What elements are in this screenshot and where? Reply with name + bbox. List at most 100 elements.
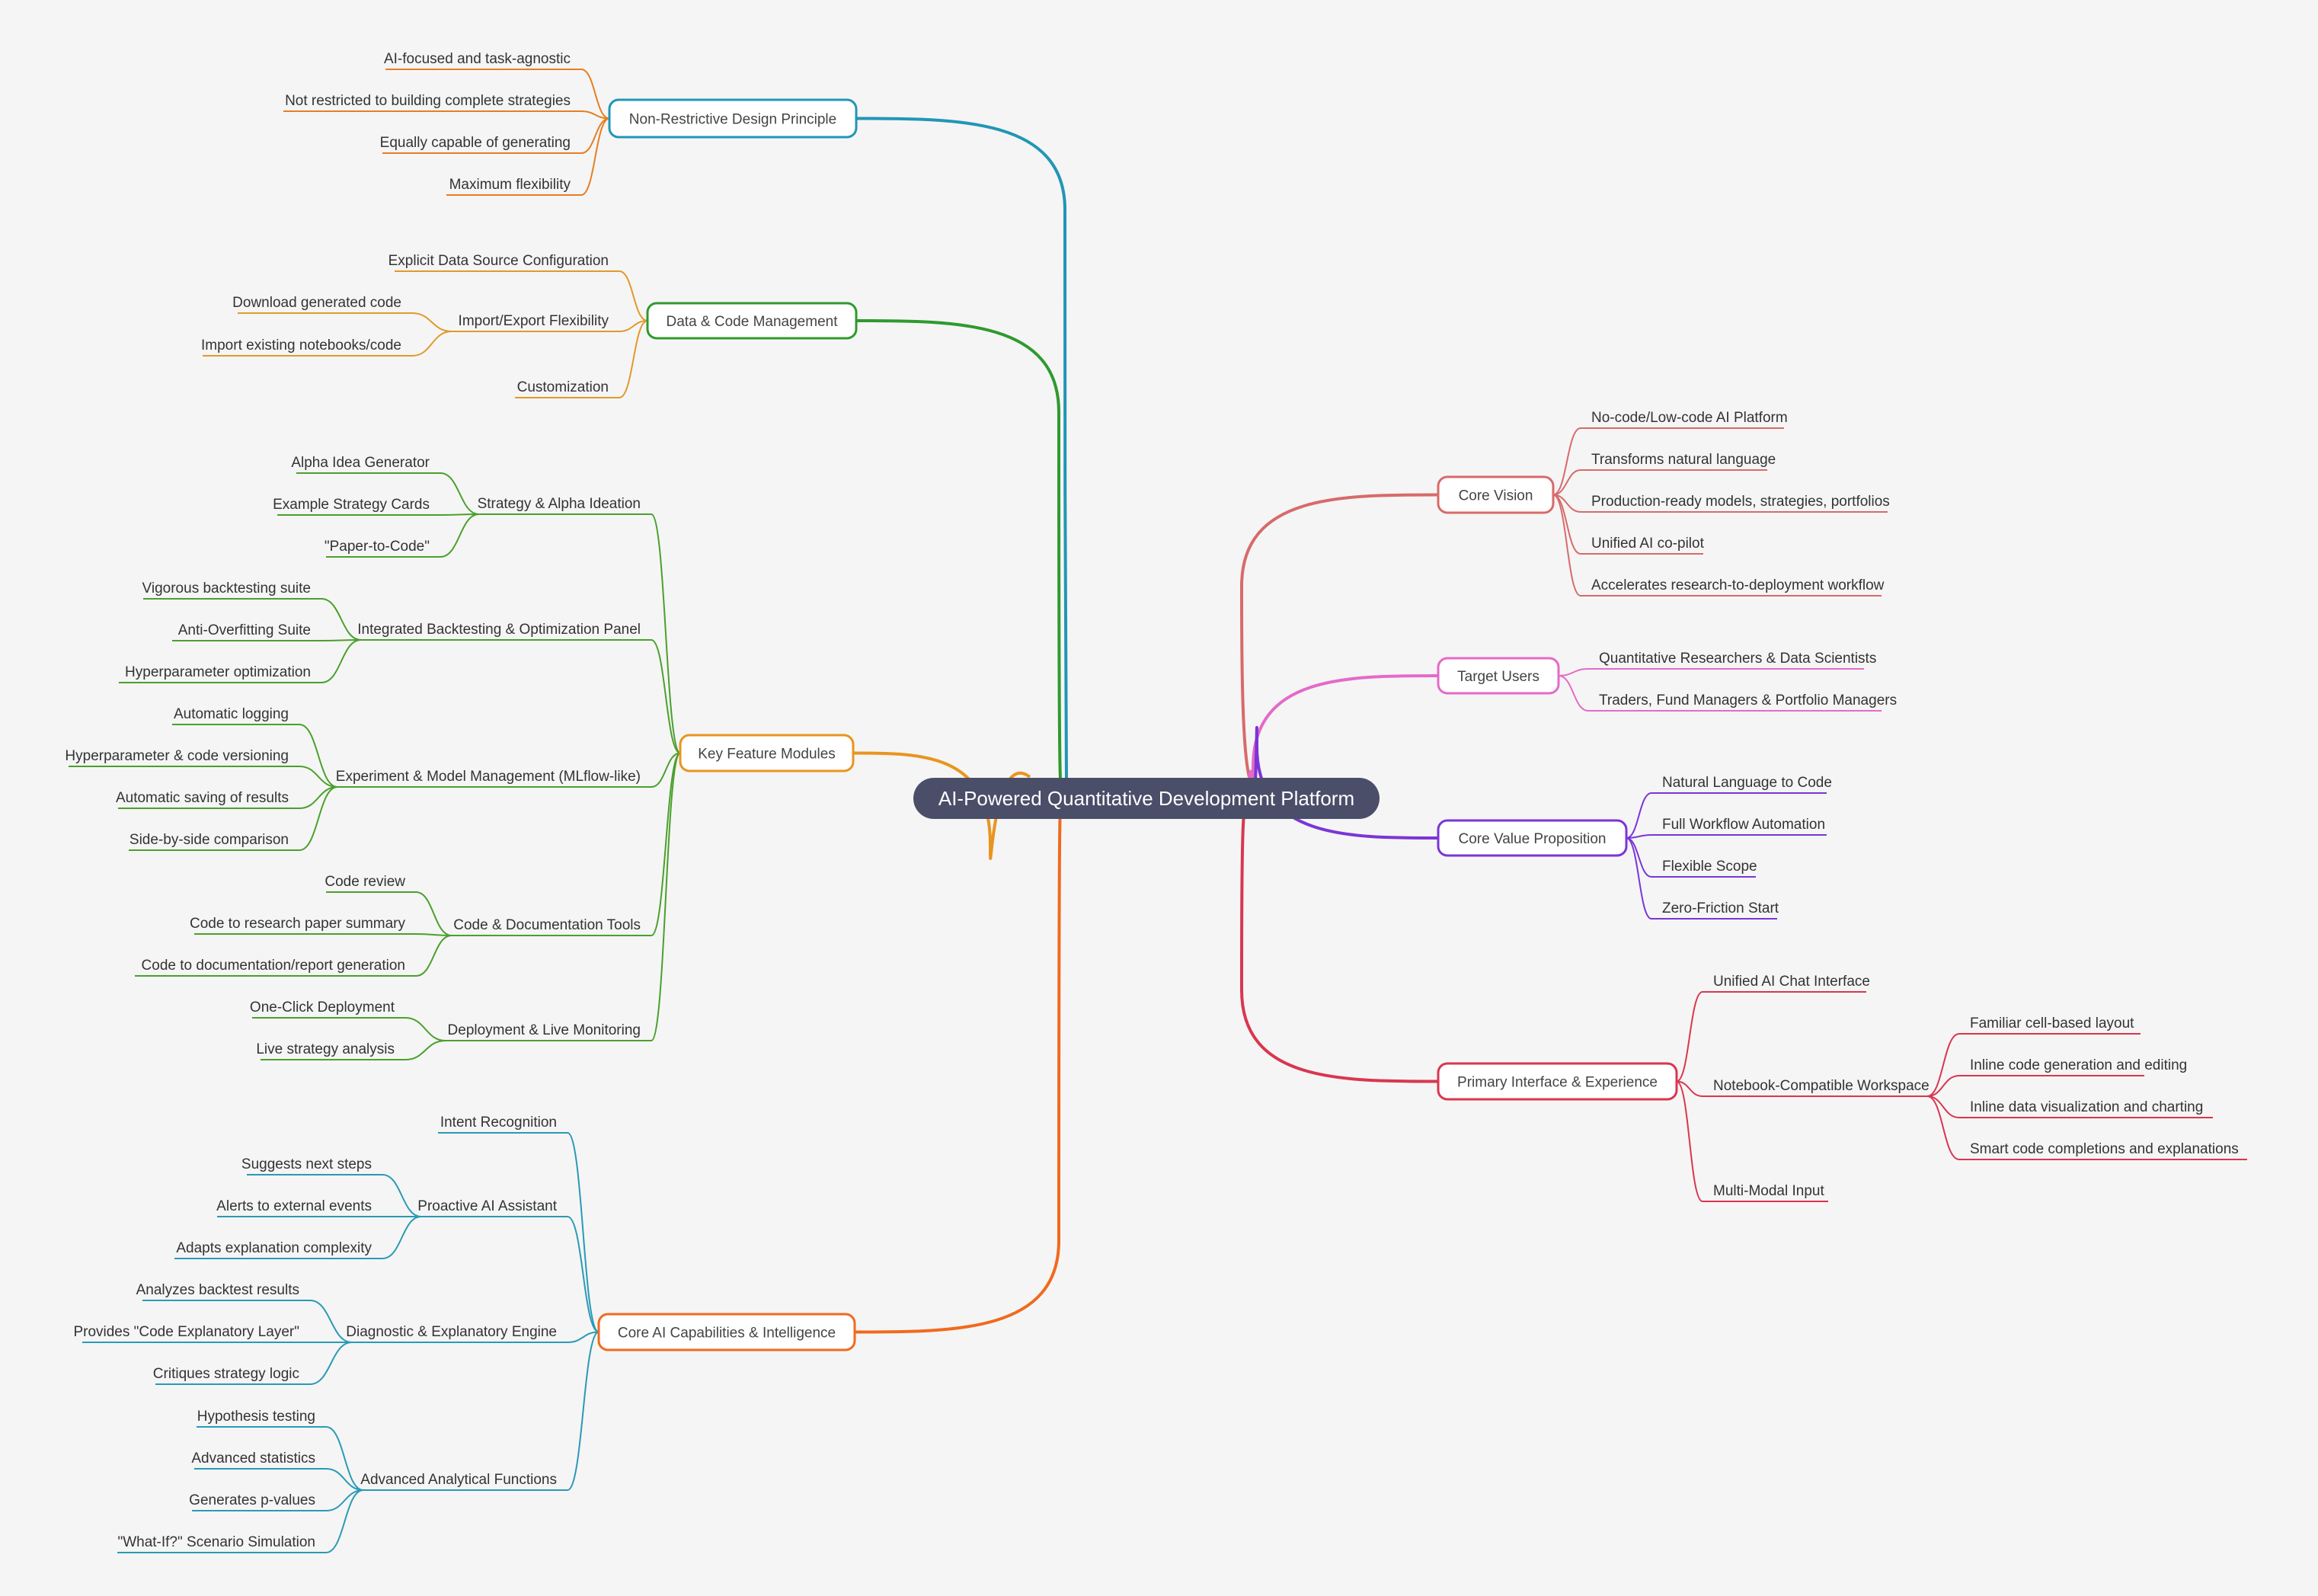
node-unified-ai-chat-interface[interactable]: Unified AI Chat Interface (1703, 974, 1870, 993)
root-node-box (913, 778, 1380, 819)
node-label: Alpha Idea Generator (291, 455, 430, 471)
node-provides-code-explanatory-layer[interactable]: Provides "Code Explanatory Layer" (73, 1324, 310, 1343)
node-example-strategy-cards[interactable]: Example Strategy Cards (273, 497, 440, 516)
node-inline-code-generation-and-editing[interactable]: Inline code generation and editing (1959, 1057, 2187, 1076)
branch-core-ai[interactable]: Core AI Capabilities & Intelligence (597, 1313, 856, 1351)
branch-box (608, 98, 858, 139)
node-anti-overfitting-suite[interactable]: Anti-Overfitting Suite (172, 622, 321, 641)
node-label: Side-by-side comparison (129, 832, 289, 848)
node-customization[interactable]: Customization (515, 379, 619, 398)
node-download-generated-code[interactable]: Download generated code (232, 295, 412, 314)
node-inline-data-visualization-and-charting[interactable]: Inline data visualization and charting (1959, 1099, 2213, 1118)
node-advanced-statistics[interactable]: Advanced statistics (191, 1450, 326, 1470)
grandchild-connector (1926, 1075, 1960, 1097)
node-multi-modal-input[interactable]: Multi-Modal Input (1703, 1183, 1828, 1202)
branch-data-code[interactable]: Data & Code Management (646, 302, 858, 340)
node-code-review[interactable]: Code review (325, 874, 416, 893)
node-integrated-backtesting-optimization-panel[interactable]: Integrated Backtesting & Optimization Pa… (357, 622, 651, 641)
node-import-export-flexibility[interactable]: Import/Export Flexibility (452, 313, 619, 332)
node-analyzes-backtest-results[interactable]: Analyzes backtest results (136, 1282, 310, 1301)
node-what-if-scenario-simulation[interactable]: "What-If?" Scenario Simulation (117, 1534, 326, 1553)
node-label: Automatic logging (174, 706, 289, 722)
grandchild-connector (325, 1426, 364, 1491)
branch-target-users[interactable]: Target Users (1437, 657, 1560, 695)
node-alerts-to-external-events[interactable]: Alerts to external events (216, 1198, 382, 1217)
node-label: "Paper-to-Code" (325, 539, 430, 555)
node-paper-to-code[interactable]: "Paper-to-Code" (325, 539, 440, 558)
root-node[interactable]: AI-Powered Quantitative Development Plat… (913, 778, 1380, 819)
node-explicit-data-source-configuration[interactable]: Explicit Data Source Configuration (388, 253, 619, 272)
node-code-documentation-tools[interactable]: Code & Documentation Tools (452, 917, 651, 936)
grandchild-connector (309, 1300, 353, 1343)
node-import-existing-notebooks-code[interactable]: Import existing notebooks/code (201, 337, 412, 357)
node-notebook-compatible-workspace[interactable]: Notebook-Compatible Workspace (1703, 1078, 1930, 1097)
branch-primary-interface[interactable]: Primary Interface & Experience (1437, 1062, 1678, 1101)
node-automatic-saving-of-results[interactable]: Automatic saving of results (116, 790, 299, 809)
node-label: Traders, Fund Managers & Portfolio Manag… (1599, 692, 1897, 708)
node-equally-capable-of-generating[interactable]: Equally capable of generating (380, 135, 581, 154)
node-live-strategy-analysis[interactable]: Live strategy analysis (256, 1041, 405, 1060)
branch-non-restrictive[interactable]: Non-Restrictive Design Principle (608, 98, 858, 139)
node-label: Notebook-Compatible Workspace (1713, 1078, 1930, 1094)
grandchild-connector (382, 1174, 422, 1217)
node-generates-p-values[interactable]: Generates p-values (189, 1492, 326, 1511)
node-deployment-live-monitoring[interactable]: Deployment & Live Monitoring (446, 1022, 651, 1041)
node-proactive-ai-assistant[interactable]: Proactive AI Assistant (417, 1198, 568, 1217)
node-familiar-cell-based-layout[interactable]: Familiar cell-based layout (1959, 1015, 2141, 1035)
node-intent-recognition[interactable]: Intent Recognition (438, 1115, 568, 1134)
node-vigorous-backtesting-suite[interactable]: Vigorous backtesting suite (142, 581, 321, 600)
node-advanced-analytical-functions[interactable]: Advanced Analytical Functions (360, 1472, 568, 1491)
node-accelerates-research-to-deployment-workflow[interactable]: Accelerates research-to-deployment workf… (1581, 577, 1885, 597)
node-maximum-flexibility[interactable]: Maximum flexibility (446, 177, 581, 196)
node-label: Hyperparameter & code versioning (65, 748, 289, 764)
node-adapts-explanation-complexity[interactable]: Adapts explanation complexity (174, 1240, 382, 1259)
node-label: One-Click Deployment (250, 999, 395, 1015)
node-strategy-alpha-ideation[interactable]: Strategy & Alpha Ideation (478, 496, 651, 515)
node-full-workflow-automation[interactable]: Full Workflow Automation (1651, 817, 1827, 836)
node-code-to-research-paper-summary[interactable]: Code to research paper summary (190, 916, 416, 935)
node-code-to-documentation-report-generation[interactable]: Code to documentation/report generation (135, 958, 416, 977)
node-label: Strategy & Alpha Ideation (478, 496, 641, 512)
branch-label: Key Feature Modules (698, 747, 836, 763)
node-hyperparameter-optimization[interactable]: Hyperparameter optimization (119, 664, 321, 683)
node-label: Quantitative Researchers & Data Scientis… (1599, 651, 1876, 667)
node-flexible-scope[interactable]: Flexible Scope (1651, 859, 1757, 878)
node-one-click-deployment[interactable]: One-Click Deployment (250, 999, 405, 1019)
node-quantitative-researchers-data-scientists[interactable]: Quantitative Researchers & Data Scientis… (1588, 651, 1876, 670)
node-automatic-logging[interactable]: Automatic logging (172, 706, 299, 725)
branch-key-features[interactable]: Key Feature Modules (679, 734, 855, 772)
node-production-ready-models-strategies-portfolios[interactable]: Production-ready models, strategies, por… (1581, 494, 1890, 513)
node-suggests-next-steps[interactable]: Suggests next steps (241, 1156, 382, 1175)
branch-core-value[interactable]: Core Value Proposition (1437, 819, 1628, 857)
node-no-code-low-code-ai-platform[interactable]: No-code/Low-code AI Platform (1581, 410, 1788, 429)
node-alpha-idea-generator[interactable]: Alpha Idea Generator (291, 455, 440, 474)
branch-label: Data & Code Management (667, 314, 839, 330)
node-label: Vigorous backtesting suite (142, 581, 311, 597)
node-label: Live strategy analysis (256, 1041, 395, 1057)
node-label: Example Strategy Cards (273, 497, 430, 513)
node-smart-code-completions-and-explanations[interactable]: Smart code completions and explanations (1959, 1141, 2247, 1160)
node-label: Transforms natural language (1591, 452, 1776, 468)
node-natural-language-to-code[interactable]: Natural Language to Code (1651, 775, 1832, 794)
node-side-by-side-comparison[interactable]: Side-by-side comparison (129, 832, 299, 851)
node-label: Provides "Code Explanatory Layer" (73, 1324, 299, 1340)
node-label: Analyzes backtest results (136, 1282, 299, 1298)
node-ai-focused-and-task-agnostic[interactable]: AI-focused and task-agnostic (384, 51, 581, 70)
node-experiment-model-management-mlflow-like[interactable]: Experiment & Model Management (MLflow-li… (336, 769, 651, 788)
node-hypothesis-testing[interactable]: Hypothesis testing (197, 1409, 326, 1428)
grandchild-connector (309, 1342, 353, 1385)
node-not-restricted-to-building-complete-strategies[interactable]: Not restricted to building complete stra… (283, 93, 581, 112)
node-diagnostic-explanatory-engine[interactable]: Diagnostic & Explanatory Engine (346, 1324, 568, 1343)
node-label: Inline data visualization and charting (1970, 1099, 2203, 1115)
grandchild-connector (299, 766, 338, 788)
node-traders-fund-managers-portfolio-managers[interactable]: Traders, Fund Managers & Portfolio Manag… (1588, 692, 1897, 712)
node-critiques-strategy-logic[interactable]: Critiques strategy logic (153, 1366, 310, 1385)
node-label: AI-focused and task-agnostic (384, 51, 571, 67)
node-label: Anti-Overfitting Suite (178, 622, 311, 638)
node-transforms-natural-language[interactable]: Transforms natural language (1581, 452, 1776, 471)
node-zero-friction-start[interactable]: Zero-Friction Start (1651, 900, 1779, 920)
node-hyperparameter-code-versioning[interactable]: Hyperparameter & code versioning (65, 748, 299, 767)
branch-core-vision[interactable]: Core Vision (1437, 475, 1555, 514)
node-unified-ai-co-pilot[interactable]: Unified AI co-pilot (1581, 536, 1705, 555)
